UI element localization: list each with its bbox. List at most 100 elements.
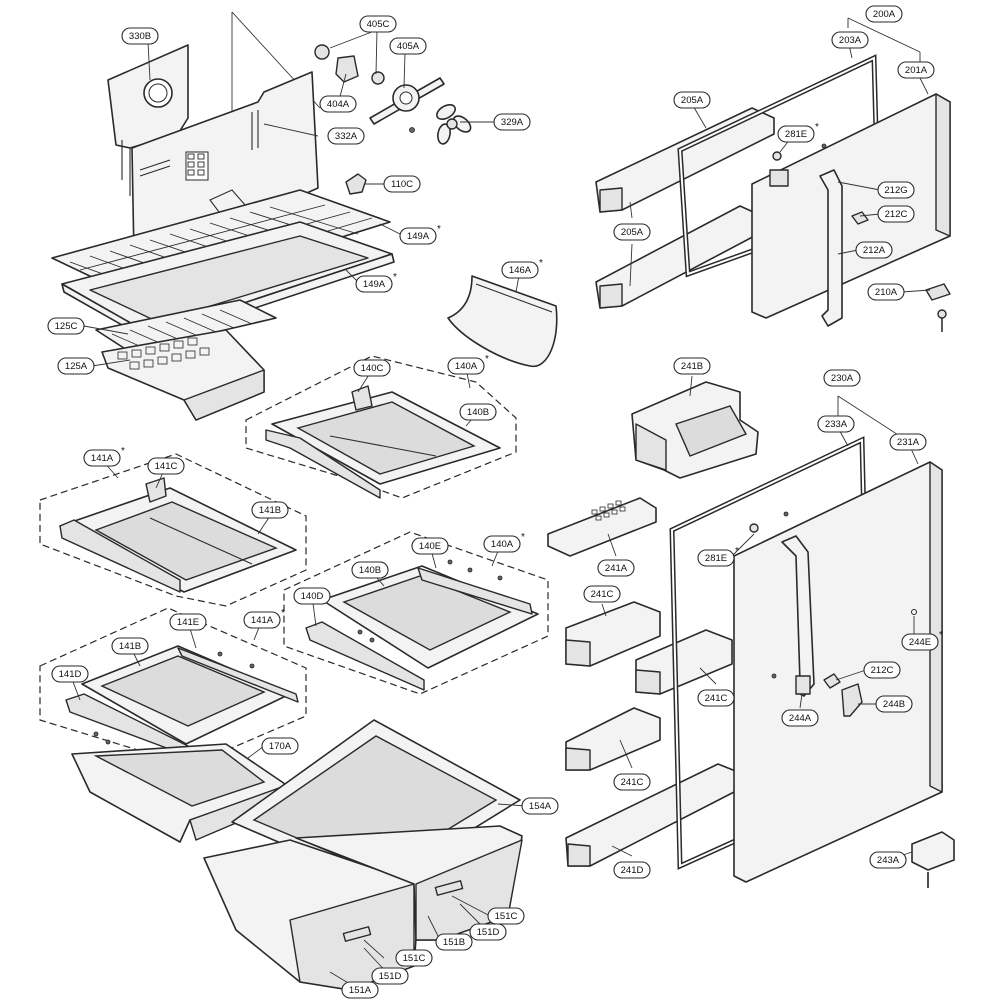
callout-label: 201A bbox=[905, 65, 928, 76]
callout-label: 332A bbox=[335, 131, 358, 142]
callout-label: 241C bbox=[621, 777, 644, 788]
callout-405a: 405A bbox=[389, 37, 427, 55]
freezer-door-assembly bbox=[595, 17, 951, 332]
callout-label: 146A bbox=[509, 265, 532, 276]
callout-star: * bbox=[939, 630, 943, 641]
fan-blade-part bbox=[436, 103, 472, 145]
callout-bubble bbox=[613, 773, 651, 791]
callout-label: 200A bbox=[873, 9, 896, 20]
callout-bubble bbox=[319, 95, 357, 113]
callout-bubble bbox=[411, 537, 449, 555]
callout-140a1: 140A* bbox=[447, 354, 489, 375]
callout-star: * bbox=[539, 258, 543, 269]
callout-bubble bbox=[57, 357, 95, 375]
callout-bubble bbox=[327, 127, 365, 145]
callout-bubble bbox=[469, 923, 507, 941]
callout-label: 241C bbox=[591, 589, 614, 600]
callout-bubble bbox=[395, 949, 433, 967]
callout-label: 140B bbox=[359, 565, 381, 576]
callout-bubble bbox=[399, 227, 437, 245]
callout-bubble bbox=[823, 369, 861, 387]
callout-151d2: 151D bbox=[371, 967, 409, 985]
callout-label: 212C bbox=[871, 665, 894, 676]
callout-label: 141C bbox=[155, 461, 178, 472]
callout-label: 231A bbox=[897, 437, 920, 448]
callout-label: 244B bbox=[883, 699, 905, 710]
callout-404a: 404A bbox=[319, 95, 357, 113]
callout-label: 140A bbox=[455, 361, 478, 372]
callout-bubble bbox=[147, 457, 185, 475]
callout-140b1: 140B bbox=[459, 403, 497, 421]
callout-label: 140E bbox=[419, 541, 441, 552]
callout-label: 141A bbox=[251, 615, 274, 626]
fan-motor-part bbox=[335, 55, 359, 83]
callout-bubble bbox=[863, 661, 901, 679]
callout-151d1: 151D bbox=[469, 923, 507, 941]
callout-bubble bbox=[865, 5, 903, 23]
callout-label: 140D bbox=[301, 591, 324, 602]
callout-bubble bbox=[359, 15, 397, 33]
callout-140b2: 140B bbox=[351, 561, 389, 579]
callout-bubble bbox=[817, 415, 855, 433]
callout-bubble bbox=[261, 737, 299, 755]
callout-label: 140C bbox=[361, 363, 384, 374]
callout-label: 151D bbox=[379, 971, 402, 982]
callout-bubble bbox=[51, 665, 89, 683]
callout-bubble bbox=[371, 967, 409, 985]
callout-329a: 329A bbox=[493, 113, 531, 131]
callout-label: 212G bbox=[884, 185, 907, 196]
callout-bubble bbox=[877, 181, 915, 199]
callout-230a: 230A bbox=[823, 369, 861, 387]
callout-star: * bbox=[437, 224, 441, 235]
callout-bubble bbox=[383, 175, 421, 193]
callout-label: 140B bbox=[467, 407, 489, 418]
callout-281e1: 281E* bbox=[777, 122, 819, 143]
callout-label: 233A bbox=[825, 419, 848, 430]
callout-151c2: 151C bbox=[395, 949, 433, 967]
callout-141b2: 141B bbox=[111, 637, 149, 655]
callout-bubble bbox=[597, 559, 635, 577]
callout-label: 241B bbox=[681, 361, 703, 372]
callout-bubble bbox=[869, 851, 907, 869]
callout-bubble bbox=[459, 403, 497, 421]
callout-bubble bbox=[341, 981, 379, 999]
callout-label: 151B bbox=[443, 937, 465, 948]
callout-149a2: 149A* bbox=[355, 272, 397, 293]
callout-label: 404A bbox=[327, 99, 350, 110]
fresh-food-door-assembly bbox=[547, 381, 955, 888]
door-handle-part bbox=[781, 535, 815, 697]
callout-label: 110C bbox=[391, 179, 413, 190]
glass-shelf-part bbox=[265, 385, 501, 499]
callout-bubble bbox=[889, 433, 927, 451]
callout-bubble bbox=[673, 357, 711, 375]
callout-bubble bbox=[501, 261, 539, 279]
callout-bubble bbox=[251, 501, 289, 519]
callout-151a: 151A bbox=[341, 981, 379, 999]
shelf-set-boundary bbox=[39, 453, 307, 607]
callout-244b: 244B bbox=[875, 695, 913, 713]
freezer-assembly bbox=[51, 11, 472, 421]
callout-label: 281E bbox=[705, 553, 727, 564]
callout-330b: 330B bbox=[121, 27, 159, 45]
callout-label: 212A bbox=[863, 245, 886, 256]
callout-label: 205A bbox=[681, 95, 704, 106]
callout-bubble bbox=[673, 91, 711, 109]
callout-bubble bbox=[351, 561, 389, 579]
callout-125c: 125C bbox=[47, 317, 85, 335]
shelf-set-boundary bbox=[39, 607, 307, 767]
callout-405c: 405C bbox=[359, 15, 397, 33]
shelf-set-boundary bbox=[245, 355, 517, 499]
callout-140d: 140D bbox=[293, 587, 331, 605]
callout-bubble bbox=[487, 907, 525, 925]
callout-label: 151A bbox=[349, 985, 372, 996]
callout-label: 141D bbox=[59, 669, 82, 680]
callout-label: 125C bbox=[55, 321, 78, 332]
egg-tray-part bbox=[547, 497, 657, 557]
callout-label: 151C bbox=[495, 911, 518, 922]
callout-141a1: 141A* bbox=[83, 446, 125, 467]
callout-241c2: 241C bbox=[697, 689, 735, 707]
callout-star: * bbox=[735, 546, 739, 557]
callout-110c: 110C bbox=[383, 175, 421, 193]
callout-141b1: 141B bbox=[251, 501, 289, 519]
callout-bubble bbox=[435, 933, 473, 951]
